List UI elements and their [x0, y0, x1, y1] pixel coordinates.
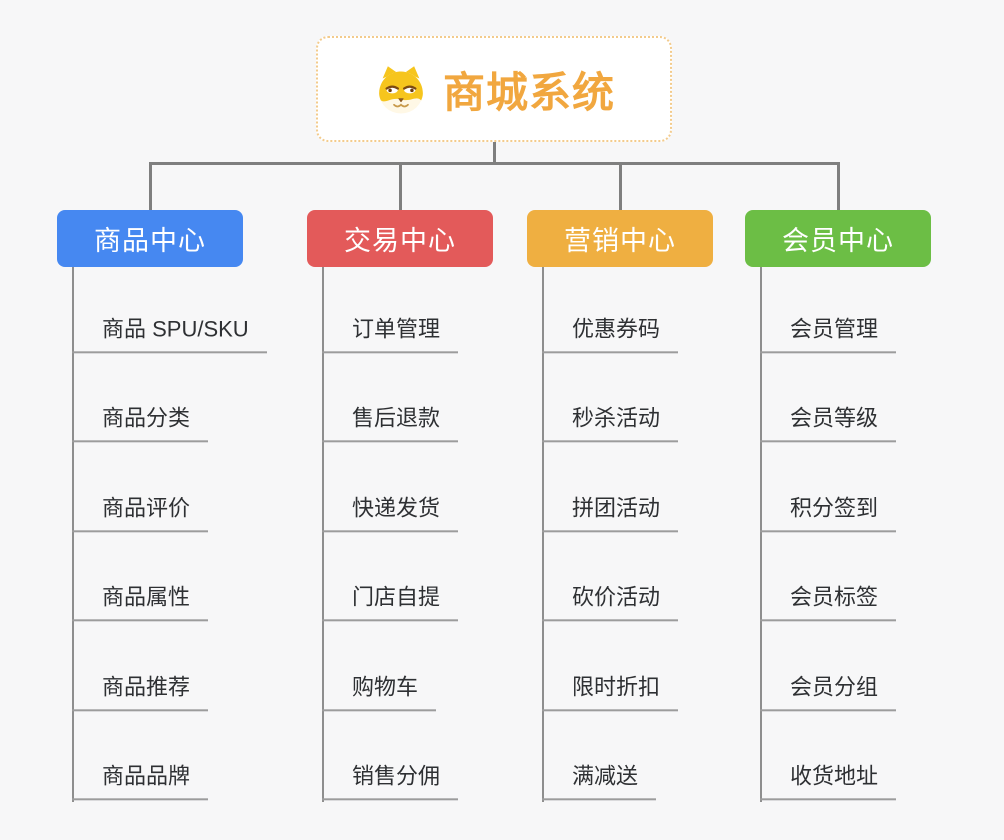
column-marketing-center: 优惠券码秒杀活动拼团活动砍价活动限时折扣满减送	[542, 267, 842, 812]
leaf-node[interactable]: 砍价活动	[542, 582, 679, 621]
leaf-node[interactable]: 商品分类	[72, 403, 209, 442]
leaf-node[interactable]: 购物车	[322, 672, 437, 711]
connector-root-stem	[493, 142, 496, 165]
leaf-node[interactable]: 限时折扣	[542, 672, 679, 711]
connector-drop-members	[837, 162, 840, 210]
leaf-node[interactable]: 优惠券码	[542, 314, 679, 353]
connector-drop-marketing	[619, 162, 622, 210]
leaf-node[interactable]: 商品 SPU/SKU	[72, 314, 267, 353]
leaf-node[interactable]: 售后退款	[322, 403, 459, 442]
root-title: 商城系统	[442, 68, 615, 116]
leaf-node[interactable]: 积分签到	[760, 493, 897, 532]
branch-header-marketing-center[interactable]: 营销中心	[527, 210, 713, 267]
connector-drop-trade	[399, 162, 402, 210]
connector-drop-products	[149, 162, 152, 210]
leaf-node[interactable]: 商品推荐	[72, 672, 209, 711]
leaf-node[interactable]: 满减送	[542, 761, 657, 800]
leaf-node[interactable]: 拼团活动	[542, 493, 679, 532]
leaf-node[interactable]: 销售分佣	[322, 761, 459, 800]
leaf-node[interactable]: 商品评价	[72, 493, 209, 532]
connector-bus	[149, 162, 839, 165]
leaf-node[interactable]: 门店自提	[322, 582, 459, 621]
column-product-center: 商品 SPU/SKU 商品分类商品评价商品属性商品推荐商品品牌	[72, 267, 372, 812]
column-trade-center: 订单管理售后退款快递发货门店自提购物车销售分佣	[322, 267, 622, 812]
branch-header-member-center[interactable]: 会员中心	[745, 210, 931, 267]
leaf-node[interactable]: 会员分组	[760, 672, 897, 711]
leaf-node[interactable]: 会员等级	[760, 403, 897, 442]
leaf-node[interactable]: 收货地址	[760, 761, 897, 800]
shiba-dog-icon	[379, 66, 423, 114]
leaf-node[interactable]: 商品品牌	[72, 761, 209, 800]
root-node[interactable]: 商城系统	[316, 36, 672, 142]
leaf-node[interactable]: 秒杀活动	[542, 403, 679, 442]
leaf-node[interactable]: 会员标签	[760, 582, 897, 621]
column-member-center: 会员管理会员等级积分签到会员标签会员分组收货地址	[760, 267, 1004, 812]
leaf-node[interactable]: 快递发货	[322, 493, 459, 532]
branch-header-product-center[interactable]: 商品中心	[57, 210, 243, 267]
leaf-node[interactable]: 订单管理	[322, 314, 459, 353]
branch-header-trade-center[interactable]: 交易中心	[307, 210, 493, 267]
leaf-node[interactable]: 商品属性	[72, 582, 209, 621]
leaf-node[interactable]: 会员管理	[760, 314, 897, 353]
